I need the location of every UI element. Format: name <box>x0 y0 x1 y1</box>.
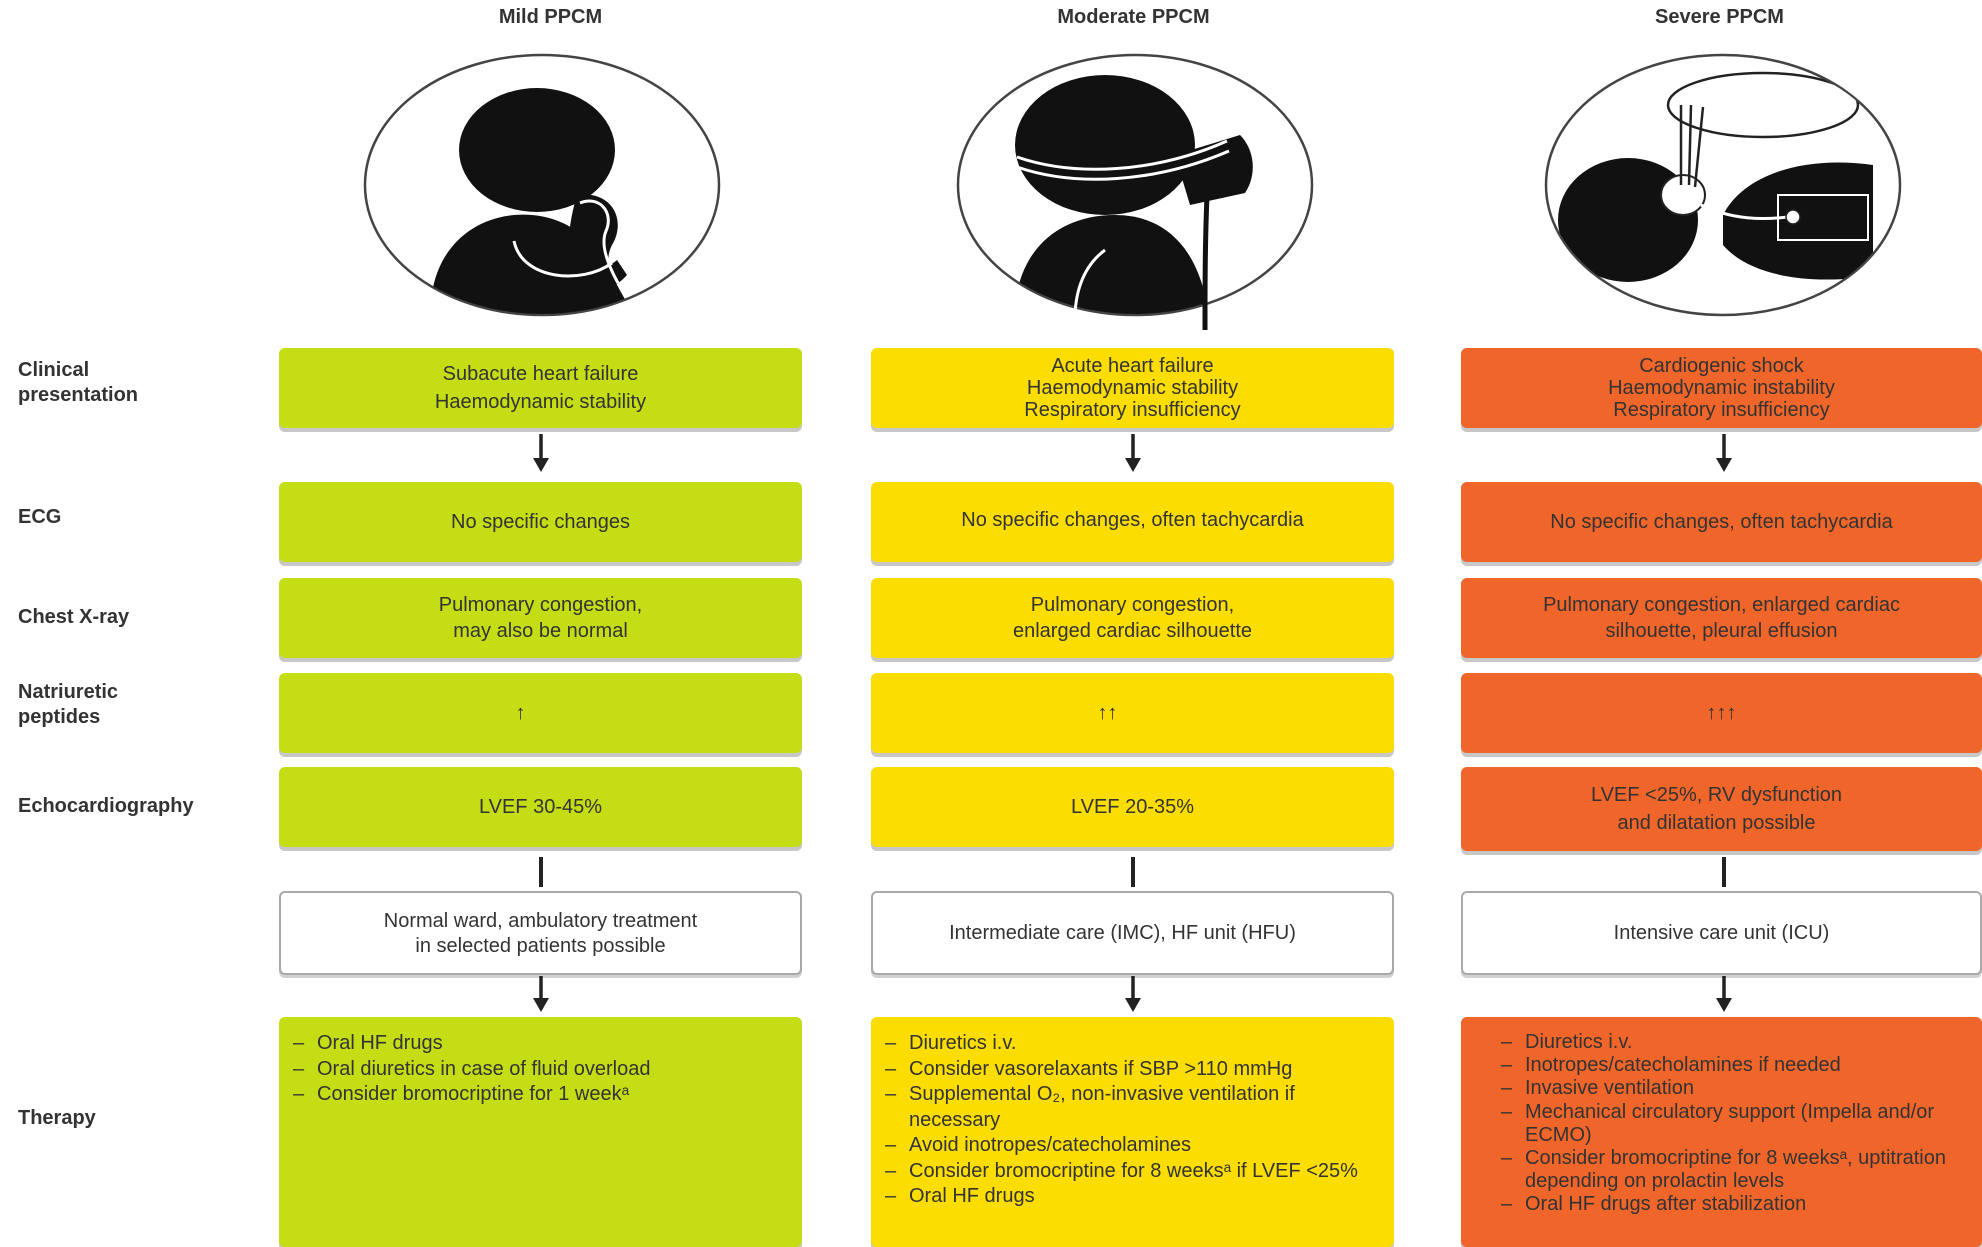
clinical-line: Acute heart failure <box>1051 355 1214 377</box>
echo-text: LVEF 30-45% <box>478 796 603 818</box>
therapy-list: Diuretics i.v. Inotropes/catecholamines … <box>1501 1031 1966 1217</box>
peptides-box-mild: ↑ <box>279 673 802 753</box>
therapy-item: Consider bromocriptine for 8 weeksᵃ, upt… <box>1501 1147 1966 1193</box>
patient-hand-on-face-icon <box>362 45 722 330</box>
ecg-text: No specific changes <box>451 511 630 533</box>
clinical-line: Haemodynamic instability <box>1608 377 1835 399</box>
xray-line: silhouette, pleural effusion <box>1605 620 1838 642</box>
row-label-ecg: ECG <box>18 506 62 528</box>
connector-line <box>539 857 543 887</box>
xray-line: Pulmonary congestion, enlarged cardiac <box>1543 594 1900 616</box>
clinical-box-moderate: Acute heart failure Haemodynamic stabili… <box>871 348 1394 428</box>
therapy-list: Diuretics i.v. Consider vasorelaxants if… <box>885 1031 1378 1210</box>
echo-line: LVEF <25%, RV dysfunction <box>1590 784 1843 806</box>
xray-line: Pulmonary congestion, <box>438 594 643 616</box>
care-box-moderate: Intermediate care (IMC), HF unit (HFU) <box>871 891 1394 975</box>
therapy-item: Consider vasorelaxants if SBP >110 mmHg <box>885 1057 1378 1083</box>
down-arrow-icon <box>1714 434 1734 474</box>
xray-line: enlarged cardiac silhouette <box>1012 620 1253 642</box>
row-label-echo: Echocardiography <box>18 795 194 817</box>
connector-line <box>1131 857 1135 887</box>
care-line: Normal ward, ambulatory treatment <box>383 909 698 932</box>
peptides-box-severe: ↑↑↑ <box>1461 673 1982 753</box>
xray-line: Pulmonary congestion, <box>1030 594 1235 616</box>
row-label-therapy: Therapy <box>18 1107 96 1129</box>
patient-ventilator-icon <box>1543 45 1903 330</box>
therapy-box-moderate: Diuretics i.v. Consider vasorelaxants if… <box>871 1017 1394 1247</box>
therapy-box-severe: Diuretics i.v. Inotropes/catecholamines … <box>1461 1017 1982 1247</box>
care-text: Intermediate care (IMC), HF unit (HFU) <box>949 922 1296 944</box>
therapy-list: Oral HF drugs Oral diuretics in case of … <box>293 1031 651 1108</box>
xray-box-moderate: Pulmonary congestion, enlarged cardiac s… <box>871 578 1394 658</box>
therapy-item: Mechanical circulatory support (Impella … <box>1501 1101 1966 1147</box>
therapy-item: Inotropes/catecholamines if needed <box>1501 1054 1966 1077</box>
xray-box-severe: Pulmonary congestion, enlarged cardiac s… <box>1461 578 1982 658</box>
therapy-item: Diuretics i.v. <box>1501 1031 1966 1054</box>
care-box-mild: Normal ward, ambulatory treatment in sel… <box>279 891 802 975</box>
peptides-arrows: ↑ <box>515 702 526 724</box>
clinical-box-severe: Cardiogenic shock Haemodynamic instabili… <box>1461 348 1982 428</box>
row-label-peptides: Natriuretic peptides <box>18 681 119 728</box>
therapy-item: Oral HF drugs <box>293 1031 651 1057</box>
care-text: Intensive care unit (ICU) <box>1613 922 1830 944</box>
therapy-item: Consider bromocriptine for 1 weekᵃ <box>293 1082 651 1108</box>
ecg-text: No specific changes, often tachycardia <box>1550 511 1893 533</box>
echo-text: LVEF 20-35% <box>1070 796 1195 818</box>
therapy-item: Supplemental O₂, non-invasive ventilatio… <box>885 1082 1378 1133</box>
clinical-line: Subacute heart failure <box>442 363 639 385</box>
therapy-item: Oral HF drugs after stabilization <box>1501 1193 1966 1216</box>
peptides-box-moderate: ↑↑ <box>871 673 1394 753</box>
down-arrow-icon <box>531 434 551 474</box>
peptides-arrows: ↑↑↑ <box>1706 702 1737 724</box>
therapy-item: Avoid inotropes/catecholamines <box>885 1133 1378 1159</box>
column-title-severe: Severe PPCM <box>1655 6 1784 28</box>
column-title-mild: Mild PPCM <box>498 6 603 28</box>
care-box-severe: Intensive care unit (ICU) <box>1461 891 1982 975</box>
down-arrow-icon <box>1714 976 1734 1014</box>
clinical-line: Respiratory insufficiency <box>1024 399 1241 421</box>
down-arrow-icon <box>1123 434 1143 474</box>
connector-line <box>1722 857 1726 887</box>
echo-line: and dilatation possible <box>1617 812 1816 834</box>
therapy-item: Invasive ventilation <box>1501 1077 1966 1100</box>
clinical-line: Haemodynamic stability <box>1026 377 1239 399</box>
echo-box-moderate: LVEF 20-35% <box>871 767 1394 847</box>
patient-oxygen-mask-icon <box>955 45 1315 330</box>
down-arrow-icon <box>531 976 551 1014</box>
ecg-box-moderate: No specific changes, often tachycardia <box>871 482 1394 562</box>
xray-box-mild: Pulmonary congestion, may also be normal <box>279 578 802 658</box>
ecg-box-mild: No specific changes <box>279 482 802 562</box>
xray-line: may also be normal <box>453 620 628 642</box>
echo-box-mild: LVEF 30-45% <box>279 767 802 847</box>
clinical-line: Haemodynamic stability <box>434 391 647 413</box>
therapy-item: Diuretics i.v. <box>885 1031 1378 1057</box>
therapy-item: Consider bromocriptine for 8 weeksᵃ if L… <box>885 1159 1378 1185</box>
down-arrow-icon <box>1123 976 1143 1014</box>
clinical-line: Cardiogenic shock <box>1639 355 1804 377</box>
echo-box-severe: LVEF <25%, RV dysfunction and dilatation… <box>1461 767 1982 851</box>
clinical-box-mild: Subacute heart failure Haemodynamic stab… <box>279 348 802 428</box>
ecg-text: No specific changes, often tachycardia <box>961 509 1304 531</box>
therapy-item: Oral diuretics in case of fluid overload <box>293 1057 651 1083</box>
peptides-arrows: ↑↑ <box>1097 702 1118 724</box>
clinical-line: Respiratory insufficiency <box>1613 399 1830 421</box>
care-line: in selected patients possible <box>415 934 666 957</box>
row-label-xray: Chest X-ray <box>18 606 130 628</box>
therapy-item: Oral HF drugs <box>885 1184 1378 1210</box>
column-title-moderate: Moderate PPCM <box>1057 6 1210 28</box>
row-label-clinical: Clinical presentation <box>18 359 139 406</box>
therapy-box-mild: Oral HF drugs Oral diuretics in case of … <box>279 1017 802 1247</box>
ecg-box-severe: No specific changes, often tachycardia <box>1461 482 1982 562</box>
